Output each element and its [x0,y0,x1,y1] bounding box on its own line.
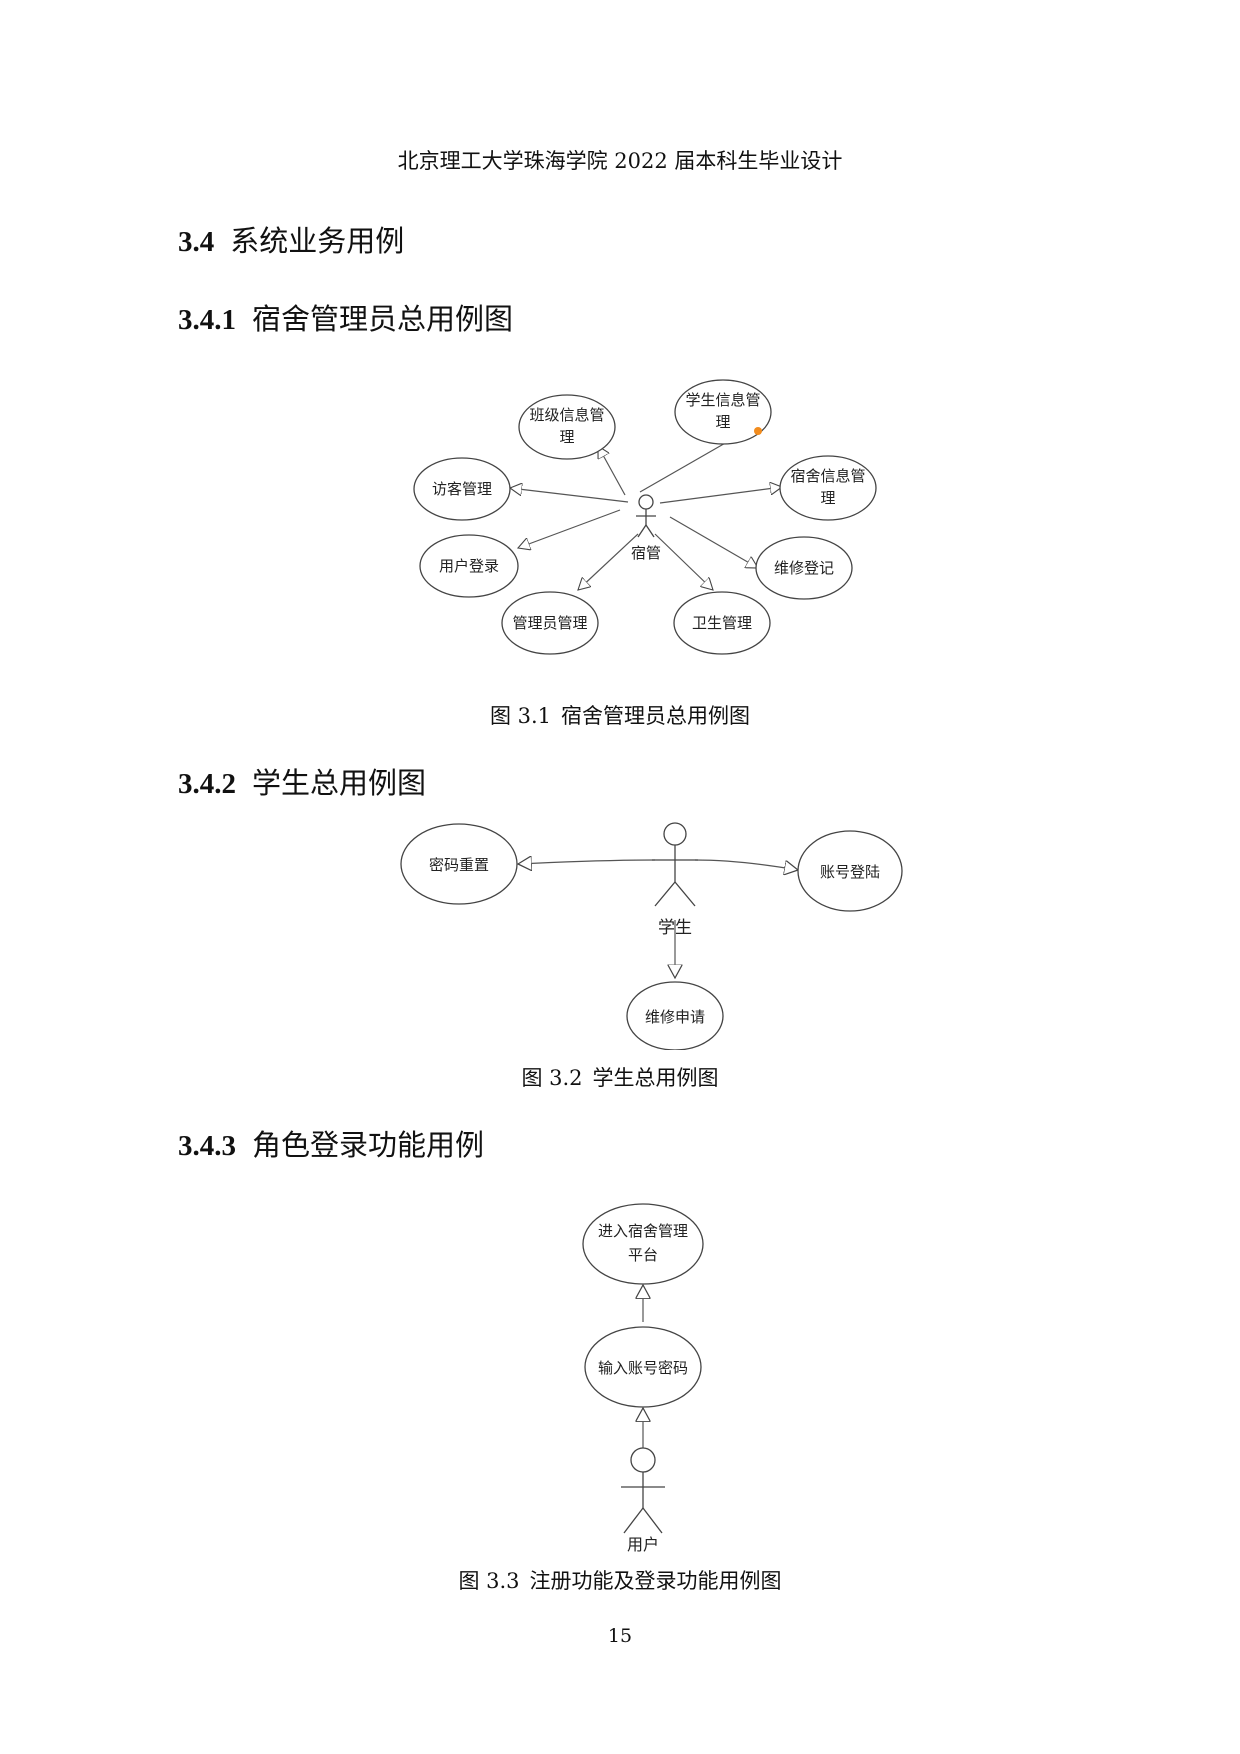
use-case-diagram-student: 密码重置 账号登陆 维修申请 学生 [400,822,903,1050]
use-case-label: 平台 [628,1246,658,1264]
actor-figure-icon [652,822,698,907]
use-case-label: 维修申请 [645,1008,705,1026]
figure-3-1: 班级信息管 理 学生信息管 理 访客管理 宿舍信息管 理 用户登录 维修登记 管… [0,370,1240,670]
association-line [510,488,629,503]
actor-label: 宿管 [631,544,661,562]
figure-caption: 图 3.2 学生总用例图 [0,1062,1240,1092]
caption-text: 学生总用例图 [592,1066,719,1090]
use-case-dorm-info [779,455,877,521]
use-case-student-info [674,379,772,445]
orange-dot-icon [754,427,762,435]
section-number: 3.4.2 [178,768,236,800]
use-case-label: 宿舍信息管 [790,467,865,485]
use-case-label: 进入宿舍管理 [598,1222,688,1240]
association-line [694,859,798,870]
caption-text: 注册功能及登录功能用例图 [529,1569,782,1593]
use-case-password-reset [400,823,518,905]
association-line [518,860,656,864]
section-number: 3.4.1 [178,304,236,336]
caption-number: 图 3.1 [489,704,552,728]
use-case-account-login [797,830,903,912]
association-lines [510,430,782,590]
use-case-label: 输入账号密码 [598,1359,688,1377]
use-case-admin [501,591,599,655]
use-case-label: 学生信息管 [685,391,760,409]
association-line [578,533,639,590]
use-case-label: 理 [559,428,574,446]
use-case-label: 卫生管理 [692,614,752,632]
section-heading-3-4-3: 3.4.3 角色登录功能用例 [178,1122,484,1164]
use-case-label: 维修登记 [774,559,834,577]
section-heading-3-4-1: 3.4.1 宿舍管理员总用例图 [178,296,513,338]
section-title: 宿舍管理员总用例图 [252,302,514,336]
caption-number: 图 3.2 [521,1066,583,1090]
association-line [669,516,758,568]
use-case-label: 密码重置 [429,856,489,874]
association-line [518,509,621,548]
use-case-label: 账号登陆 [820,863,880,881]
section-title: 学生总用例图 [252,766,427,800]
actor-figure-icon [636,494,656,538]
figure-caption: 图 3.1 宿舍管理员总用例图 [0,700,1240,730]
use-case-user-login [419,534,519,598]
actor-label: 用户 [627,1535,659,1554]
use-case-label: 访客管理 [432,480,492,498]
page-number: 15 [607,1625,633,1647]
use-case-enter-platform [582,1203,704,1285]
figure-caption: 图 3.3 注册功能及登录功能用例图 [0,1565,1240,1595]
association-line [654,533,713,590]
caption-text: 宿舍管理员总用例图 [561,704,751,728]
actor-label: 学生 [658,918,692,938]
section-number: 3.4 [178,226,215,258]
association-line [598,446,626,496]
figure-3-3: 进入宿舍管理 平台 输入账号密码 用户 [0,1195,1240,1555]
use-case-label: 班级信息管 [529,406,604,424]
use-case-repair-request [626,981,724,1050]
association-line [659,487,782,504]
section-number: 3.4.3 [178,1130,236,1162]
use-case-label: 管理员管理 [512,614,587,632]
caption-number: 图 3.3 [458,1569,520,1593]
figure-3-2: 密码重置 账号登陆 维修申请 学生 [0,820,1240,1050]
use-case-visitor [413,457,511,521]
section-title: 系统业务用例 [230,224,405,258]
section-title: 角色登录功能用例 [252,1128,485,1162]
running-header: 北京理工大学珠海学院 2022 届本科生毕业设计 [397,149,843,173]
use-case-diagram-dorm-admin: 班级信息管 理 学生信息管 理 访客管理 宿舍信息管 理 用户登录 维修登记 管… [413,379,877,655]
use-case-input-credentials [584,1326,702,1408]
use-case-repair-register [755,536,853,600]
use-case-label: 理 [715,413,730,431]
use-case-label: 用户登录 [439,557,499,575]
section-heading-3-4: 3.4 系统业务用例 [178,218,404,260]
use-case-hygiene [673,591,771,655]
use-case-diagram-login: 进入宿舍管理 平台 输入账号密码 用户 [582,1203,704,1554]
actor-figure-icon [621,1447,665,1534]
section-heading-3-4-2: 3.4.2 学生总用例图 [178,760,426,802]
use-case-label: 理 [820,489,835,507]
use-case-class-info [518,394,616,460]
